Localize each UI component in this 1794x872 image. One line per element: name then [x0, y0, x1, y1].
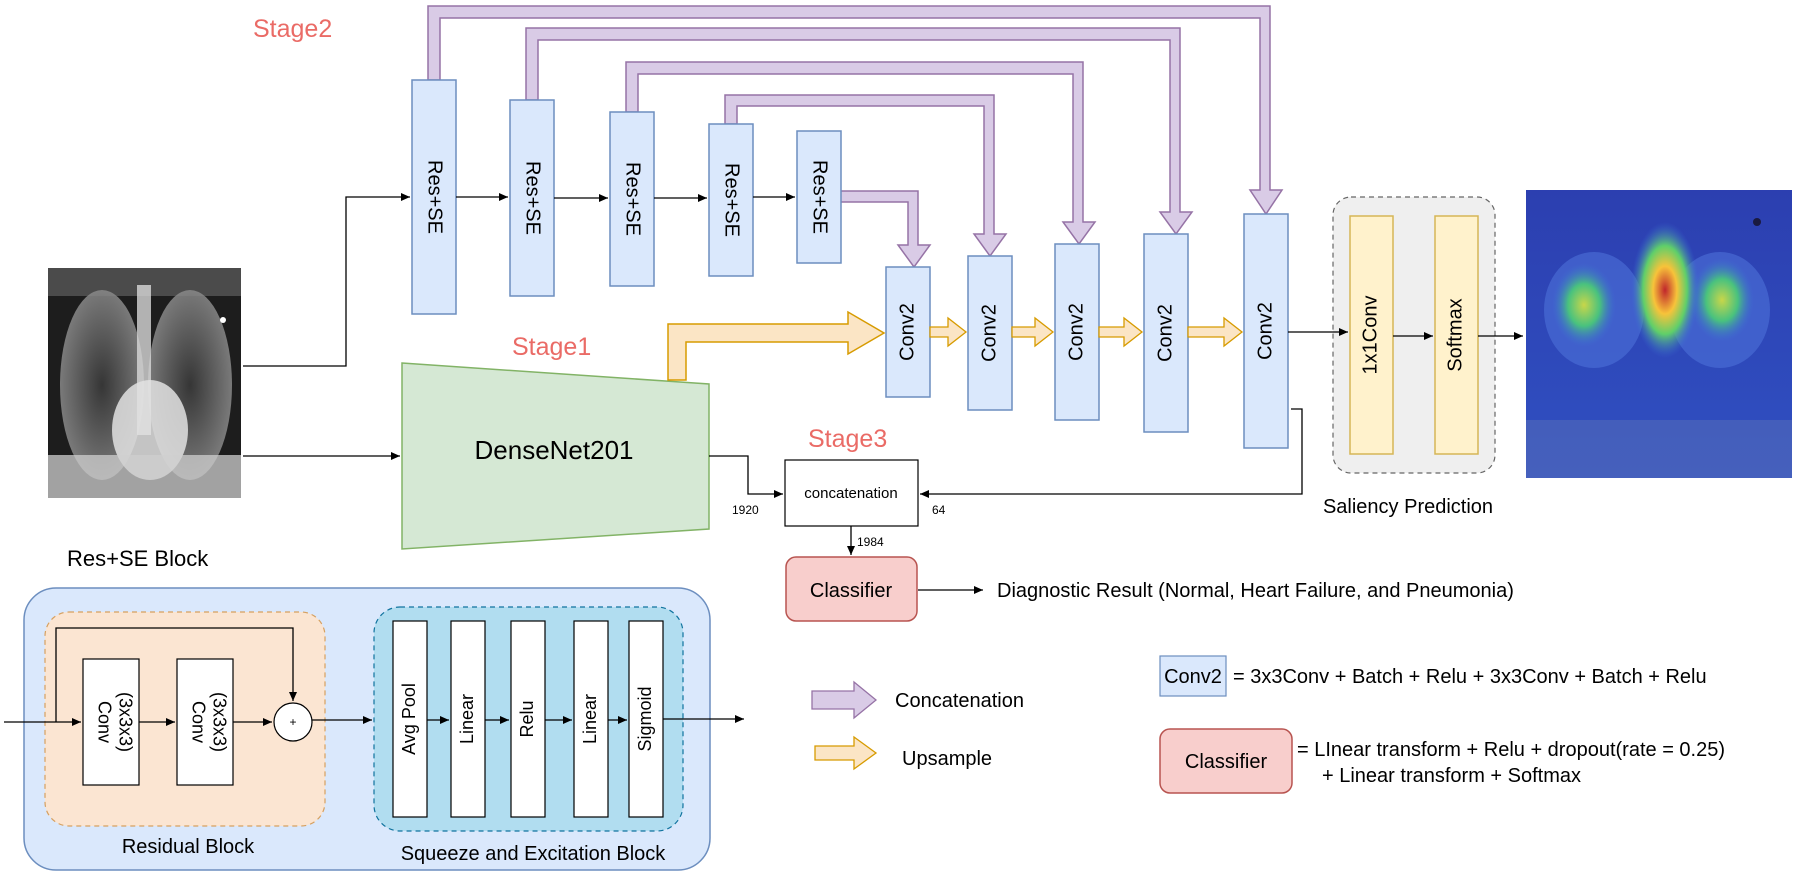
upsample-arrow-1 — [929, 316, 968, 348]
conv2-block-5-label: Conv2 — [1254, 302, 1276, 360]
classifier-definition-line1: = LInear transform + Relu + dropout(rate… — [1297, 739, 1725, 761]
conv2-key-label: Conv2 — [1164, 666, 1222, 688]
output-saliency-heatmap — [1526, 190, 1792, 478]
conv2-block-1 — [885, 266, 931, 398]
legend-concatenation-arrow — [811, 680, 878, 720]
upsample-arrow-3 — [1098, 316, 1144, 348]
upsample-arrow-2 — [1011, 316, 1055, 348]
concatenation-label: concatenation — [804, 485, 897, 502]
residual-conv-1 — [82, 658, 140, 786]
concat-skip-arrow-1 — [427, 5, 1284, 216]
heatmap-marker-icon — [1753, 218, 1761, 226]
classifier-definition-line2: + Linear transform + Softmax — [1322, 765, 1581, 787]
conv1x1-block — [1349, 215, 1394, 455]
concat-right-dim: 64 — [932, 503, 946, 517]
residual-conv-2-line2: (3x3x3) — [209, 692, 229, 752]
conv2-block-5 — [1243, 213, 1289, 449]
legend-concatenation-label: Concatenation — [895, 690, 1024, 712]
saliency-connectors — [1288, 328, 1523, 340]
classifier-key-label: Classifier — [1185, 751, 1268, 773]
res-se-block-2 — [509, 99, 555, 297]
upsample-arrows — [929, 316, 1244, 348]
se-linear-2-label: Linear — [580, 694, 600, 744]
classifier-label: Classifier — [810, 580, 893, 602]
classifier-box — [785, 556, 918, 622]
concat-out-dim: 1984 — [857, 535, 884, 549]
se-sigmoid-label: Sigmoid — [635, 686, 655, 751]
conv2-definition: = 3x3Conv + Batch + Relu + 3x3Conv + Bat… — [1233, 666, 1707, 688]
res-se-connectors — [4, 627, 744, 726]
res-se-block-2-label: Res+SE — [522, 161, 544, 235]
se-linear-1 — [450, 620, 486, 818]
res-se-block-3 — [609, 111, 655, 287]
stage1-label: Stage1 — [512, 333, 591, 361]
conv2-block-4-label: Conv2 — [1154, 304, 1176, 362]
densenet201-label: DenseNet201 — [475, 435, 634, 465]
concat-skip-arrow-4 — [724, 94, 1008, 258]
concat-skip-arrows — [427, 5, 1284, 269]
conv2-key-box — [1159, 655, 1227, 697]
concat-skip-arrow-3 — [625, 61, 1097, 246]
saliency-caption: Saliency Prediction — [1323, 496, 1493, 518]
residual-block-caption: Residual Block — [122, 836, 255, 858]
res-se-block-title: Res+SE Block — [67, 546, 209, 571]
marker-icon — [220, 317, 226, 323]
se-linear-1-label: Linear — [457, 694, 477, 744]
legend-upsample-label: Upsample — [902, 748, 992, 770]
softmax-label: Softmax — [1444, 298, 1466, 371]
res-se-block-4 — [708, 123, 754, 277]
residual-conv-1-line1: Conv — [94, 701, 114, 743]
res-se-block-1-label: Res+SE — [424, 160, 446, 234]
densenet201-backbone — [401, 362, 710, 550]
diagnostic-result-text: Diagnostic Result (Normal, Heart Failure… — [997, 580, 1514, 602]
res-se-block-4-label: Res+SE — [721, 163, 743, 237]
res-se-block-5 — [796, 130, 842, 264]
se-block-caption: Squeeze and Excitation Block — [401, 843, 667, 865]
concat-skip-arrow-5 — [839, 190, 932, 269]
input-connectors — [243, 193, 410, 460]
conv2-block-2 — [967, 255, 1013, 411]
conv2-block-2-label: Conv2 — [978, 304, 1000, 362]
concat-skip-arrow-2 — [525, 27, 1194, 236]
stage3-connectors — [709, 408, 1303, 594]
res-se-block-3-label: Res+SE — [622, 162, 644, 236]
upsample-arrow-4 — [1187, 316, 1244, 348]
res-se-block-1 — [411, 79, 457, 315]
encoder-blocks: Res+SE Res+SE Res+SE Res+SE Res+SE — [411, 79, 842, 315]
legend-upsample-arrow — [814, 735, 878, 771]
conv2-block-1-label: Conv2 — [896, 303, 918, 361]
res-se-block-5-label: Res+SE — [809, 160, 831, 234]
conv1x1-label: 1x1Conv — [1359, 296, 1381, 375]
se-relu-label: Relu — [517, 700, 537, 737]
input-xray-image — [48, 268, 241, 498]
stage2-label: Stage2 — [253, 15, 332, 43]
residual-conv-2 — [176, 658, 234, 786]
residual-add-symbol: + — [289, 715, 296, 729]
residual-conv-2-line1: Conv — [188, 701, 208, 743]
softmax-block — [1434, 215, 1479, 455]
decoder-blocks: Conv2 Conv2 Conv2 Conv2 Conv2 — [885, 213, 1289, 449]
conv2-block-3 — [1054, 243, 1100, 421]
classifier-key-box — [1159, 728, 1293, 794]
concat-left-dim: 1920 — [732, 503, 759, 517]
residual-conv-1-line2: (3x3x3) — [115, 692, 135, 752]
se-avgpool — [392, 620, 428, 818]
encoder-connectors — [456, 193, 795, 202]
se-linear-2 — [573, 620, 609, 818]
stage3-label: Stage3 — [808, 425, 887, 453]
se-layers: Avg Pool Linear Relu Linear Sigmoid — [392, 620, 664, 818]
conv2-block-3-label: Conv2 — [1065, 303, 1087, 361]
se-relu — [510, 620, 546, 818]
residual-add-node — [273, 702, 313, 742]
se-avgpool-label: Avg Pool — [399, 683, 419, 755]
densenet-upsample-arrow — [667, 310, 886, 381]
